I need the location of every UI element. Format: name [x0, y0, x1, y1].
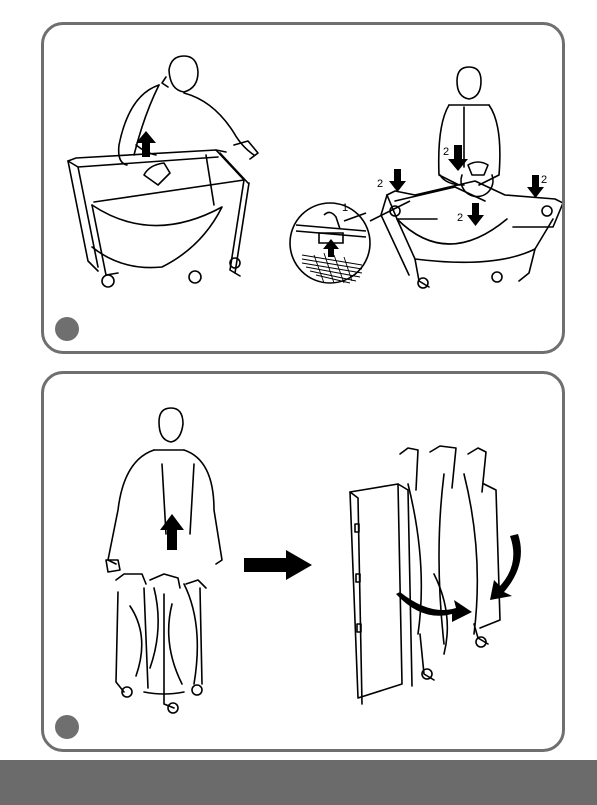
footer-bar: [0, 760, 597, 805]
illustration-step-2: [44, 374, 562, 749]
step-marker-icon: [55, 715, 79, 739]
person-pushing-figure: [439, 67, 500, 197]
up-arrow-icon: [160, 514, 184, 550]
curved-arrow-icon: [396, 592, 472, 622]
detail-inset: [290, 201, 410, 283]
person-folding-figure: [106, 408, 222, 572]
down-arrow-icon: [467, 203, 484, 226]
right-arrow-icon: [244, 550, 312, 580]
instruction-panel-1: 1: [41, 22, 565, 354]
down-arrow-icon: [448, 145, 468, 171]
callout-number: 2: [377, 178, 383, 190]
callout-number: 2: [541, 174, 547, 186]
up-arrow-icon: [323, 239, 339, 257]
illustration-step-1: 1: [44, 25, 562, 351]
callout-number: 2: [457, 212, 463, 224]
folded-playpen-left: [116, 574, 206, 713]
playpen-frame-left: [68, 150, 249, 287]
curved-arrow-icon: [490, 534, 521, 600]
instruction-panel-2: [41, 371, 565, 752]
callout-number: 1: [342, 202, 348, 214]
down-arrow-icon: [389, 169, 406, 192]
folded-playpen-right: [350, 446, 500, 704]
callout-number: 2: [443, 146, 449, 158]
step-marker-icon: [55, 317, 79, 341]
person-lifting-figure: [119, 56, 258, 185]
